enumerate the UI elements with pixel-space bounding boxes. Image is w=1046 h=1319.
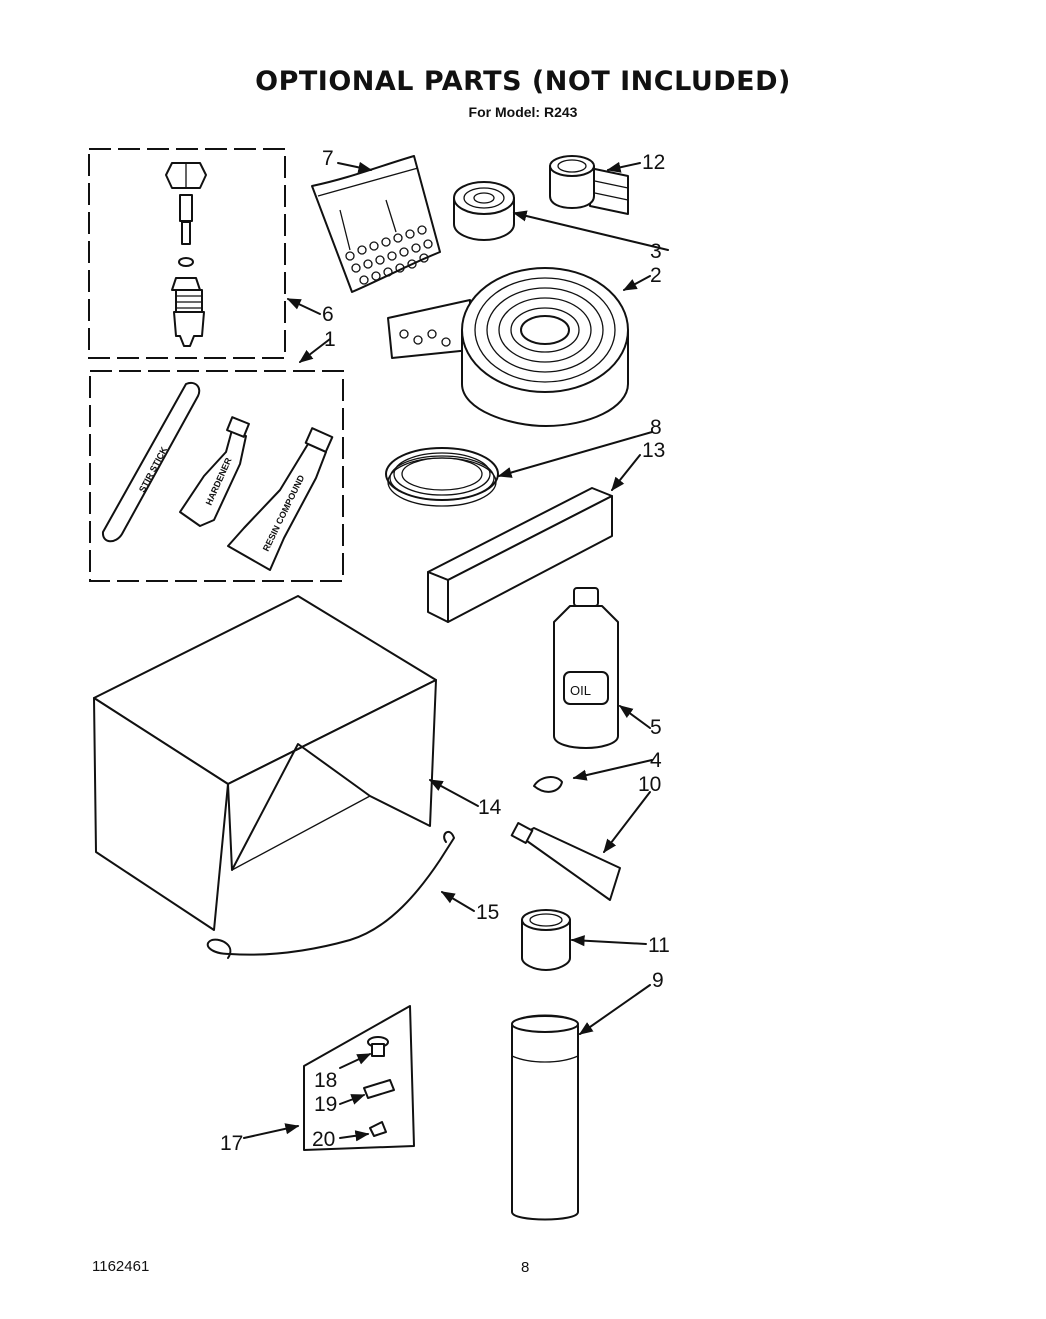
page-title: OPTIONAL PARTS (NOT INCLUDED) <box>255 66 791 97</box>
callout-12: 12 <box>642 151 665 174</box>
callout-15: 15 <box>476 901 499 924</box>
part-2-large-tape-roll <box>387 267 629 427</box>
part-4-small-part <box>533 776 563 793</box>
callout-9: 9 <box>652 969 664 992</box>
callout-19: 19 <box>314 1093 337 1116</box>
part-10-tube <box>510 822 621 901</box>
callout-13: 13 <box>642 439 665 462</box>
part-1-resin-kit: STIR STICK HARDENER RESIN COMPOUND <box>89 370 344 582</box>
document-number: 1162461 <box>92 1258 150 1275</box>
part-12-tape-roll <box>549 155 629 215</box>
callout-6: 6 <box>322 303 334 326</box>
part-7-bag-of-rings <box>311 155 441 293</box>
oil-label: OIL <box>570 683 591 698</box>
callout-8: 8 <box>650 416 662 439</box>
part-11-can <box>521 909 571 971</box>
leader-arrows <box>243 161 669 1142</box>
callout-7: 7 <box>322 147 334 170</box>
part-13-foam-strip <box>427 487 613 623</box>
callout-17: 17 <box>220 1132 243 1155</box>
part-6-valve-fitting <box>88 148 286 359</box>
callout-20: 20 <box>312 1128 335 1151</box>
callout-3: 3 <box>650 240 662 263</box>
part-14-unit-cover <box>93 595 437 931</box>
part-17-hardware-kit <box>303 1005 415 1151</box>
callout-11: 11 <box>648 934 670 957</box>
model-subtitle: For Model: R243 <box>468 104 578 120</box>
part-8-coiled-cord <box>385 447 499 507</box>
callout-numbers: 7 12 3 2 6 1 8 13 5 4 10 14 15 11 9 18 1… <box>220 147 670 1155</box>
callout-4: 4 <box>650 749 662 772</box>
part-5-oil-bottle: OIL <box>553 587 619 749</box>
part-9-aerosol-can <box>511 1014 579 1221</box>
callout-18: 18 <box>314 1069 337 1092</box>
callout-10: 10 <box>638 773 661 796</box>
page-number: 8 <box>521 1259 530 1276</box>
part-15-bungee-cord <box>206 830 455 959</box>
callout-5: 5 <box>650 716 662 739</box>
part-3-tape-roll <box>453 181 515 241</box>
callout-14: 14 <box>478 796 502 819</box>
callout-1: 1 <box>324 328 336 351</box>
callout-2: 2 <box>650 264 662 287</box>
